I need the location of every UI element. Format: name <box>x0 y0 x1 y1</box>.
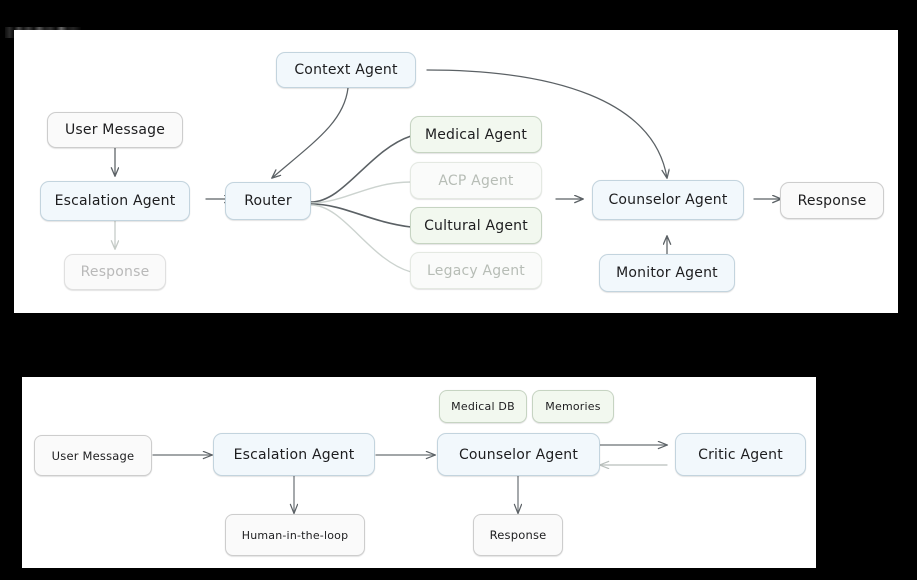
node-response-right[interactable]: Response <box>780 182 884 219</box>
node-label: Response <box>80 264 150 280</box>
node-b-memories[interactable]: Memories <box>532 390 614 423</box>
node-b-human-in-the-loop[interactable]: Human-in-the-loop <box>225 514 365 556</box>
node-label: User Message <box>51 448 135 463</box>
node-label: Escalation Agent <box>54 193 176 209</box>
node-label: User Message <box>64 122 166 138</box>
node-context-agent[interactable]: Context Agent <box>276 52 416 88</box>
diagram-panel-bottom: User Message Escalation Agent Human-in-t… <box>22 377 816 568</box>
node-label: Escalation Agent <box>233 446 355 463</box>
node-counselor-agent[interactable]: Counselor Agent <box>592 180 744 220</box>
node-label: Counselor Agent <box>458 446 579 463</box>
node-response-left[interactable]: Response <box>64 254 166 290</box>
diagram-panel-top: Context Agent User Message Escalation Ag… <box>14 30 898 313</box>
node-router[interactable]: Router <box>225 182 311 220</box>
node-cultural-agent[interactable]: Cultural Agent <box>410 207 542 244</box>
node-b-critic-agent[interactable]: Critic Agent <box>675 433 806 476</box>
node-acp-agent[interactable]: ACP Agent <box>410 162 542 199</box>
node-b-counselor-agent[interactable]: Counselor Agent <box>437 433 600 476</box>
node-b-medical-db[interactable]: Medical DB <box>439 390 527 423</box>
node-label: Medical Agent <box>424 126 528 143</box>
node-monitor-agent[interactable]: Monitor Agent <box>599 254 735 292</box>
node-b-response[interactable]: Response <box>473 514 563 556</box>
node-label: Human-in-the-loop <box>241 528 349 542</box>
node-b-escalation-agent[interactable]: Escalation Agent <box>213 433 375 476</box>
node-escalation-agent[interactable]: Escalation Agent <box>40 181 190 221</box>
node-user-message[interactable]: User Message <box>47 112 183 148</box>
node-label: Cultural Agent <box>424 217 528 234</box>
node-label: Router <box>244 193 292 209</box>
node-legacy-agent[interactable]: Legacy Agent <box>410 252 542 289</box>
node-label: Legacy Agent <box>427 262 525 279</box>
node-label: ACP Agent <box>438 172 514 189</box>
node-label: Medical DB <box>451 400 515 413</box>
node-label: Memories <box>545 400 601 413</box>
node-b-user-message[interactable]: User Message <box>34 435 152 476</box>
node-label: Context Agent <box>294 62 398 78</box>
node-label: Counselor Agent <box>608 192 728 208</box>
node-medical-agent[interactable]: Medical Agent <box>410 116 542 153</box>
node-label: Critic Agent <box>698 446 783 463</box>
node-label: Response <box>489 528 547 542</box>
node-label: Monitor Agent <box>616 265 718 281</box>
node-label: Response <box>797 192 867 209</box>
